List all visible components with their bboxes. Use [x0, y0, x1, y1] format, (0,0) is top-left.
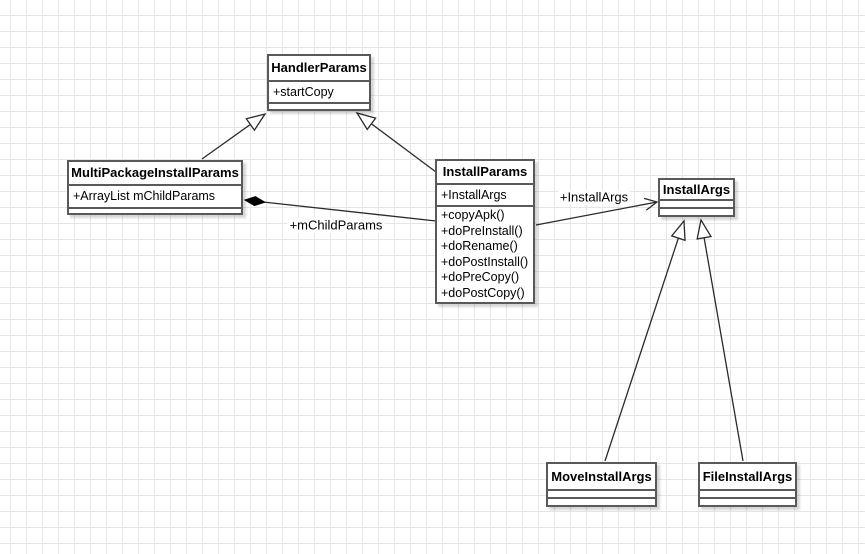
- class-handlerparams-title: HandlerParams: [269, 56, 369, 82]
- class-installargs-methods-empty: [660, 209, 733, 215]
- class-moveinstallargs-attributes-empty: [548, 491, 655, 499]
- class-multipackageinstallparams-methods-empty: [69, 209, 241, 213]
- attribute-startcopy: +startCopy: [273, 85, 334, 99]
- class-installparams[interactable]: InstallParams +InstallArgs +copyApk() +d…: [435, 159, 535, 304]
- method-dopreinstall: +doPreInstall(): [441, 223, 523, 238]
- edge-generalization-multipackageinstallparams-to-handlerparams[interactable]: [201, 112, 267, 160]
- class-installparams-title: InstallParams: [437, 161, 533, 185]
- edge-association-installparams-to-installargs[interactable]: [535, 197, 659, 226]
- class-fileinstallargs-title: FileInstallArgs: [700, 464, 795, 491]
- class-installparams-attributes: +InstallArgs: [437, 185, 533, 207]
- method-dopostinstall: +doPostInstall(): [441, 254, 529, 269]
- method-dopostcopy: +doPostCopy(): [441, 285, 525, 300]
- class-fileinstallargs[interactable]: FileInstallArgs: [698, 462, 797, 507]
- class-moveinstallargs[interactable]: MoveInstallArgs: [546, 462, 657, 507]
- class-handlerparams-attributes: +startCopy: [269, 82, 369, 104]
- class-handlerparams[interactable]: HandlerParams +startCopy: [267, 54, 371, 111]
- class-installargs-attributes-empty: [660, 201, 733, 209]
- edge-label-mchildparams[interactable]: +mChildParams: [287, 217, 385, 233]
- edge-generalization-moveinstallargs-to-installargs[interactable]: [604, 219, 686, 462]
- method-doprecopy: +doPreCopy(): [441, 270, 520, 284]
- attribute-arraylist-mchildparams: +ArrayList mChildParams: [73, 189, 216, 203]
- class-installparams-methods: +copyApk() +doPreInstall() +doRename() +…: [437, 207, 533, 302]
- class-multipackageinstallparams[interactable]: MultiPackageInstallParams +ArrayList mCh…: [67, 160, 243, 215]
- attribute-installargs: +InstallArgs: [441, 188, 507, 202]
- edge-generalization-fileinstallargs-to-installargs[interactable]: [696, 218, 744, 462]
- class-multipackageinstallparams-title: MultiPackageInstallParams: [69, 162, 241, 186]
- method-copyapk: +copyApk(): [441, 208, 505, 222]
- class-fileinstallargs-methods-empty: [700, 499, 795, 505]
- class-installargs[interactable]: InstallArgs: [658, 178, 735, 217]
- class-moveinstallargs-title: MoveInstallArgs: [548, 464, 655, 491]
- class-fileinstallargs-attributes-empty: [700, 491, 795, 499]
- method-dorename: +doRename(): [441, 239, 518, 253]
- class-multipackageinstallparams-attributes: +ArrayList mChildParams: [69, 186, 241, 209]
- edge-composition-installparams-to-multipackageinstallparams[interactable]: [243, 196, 437, 222]
- class-moveinstallargs-methods-empty: [548, 499, 655, 505]
- edge-label-installargs[interactable]: +InstallArgs: [557, 189, 631, 205]
- class-installargs-title: InstallArgs: [660, 180, 733, 201]
- edge-generalization-installparams-to-handlerparams[interactable]: [355, 111, 437, 173]
- class-handlerparams-methods-empty: [269, 104, 369, 109]
